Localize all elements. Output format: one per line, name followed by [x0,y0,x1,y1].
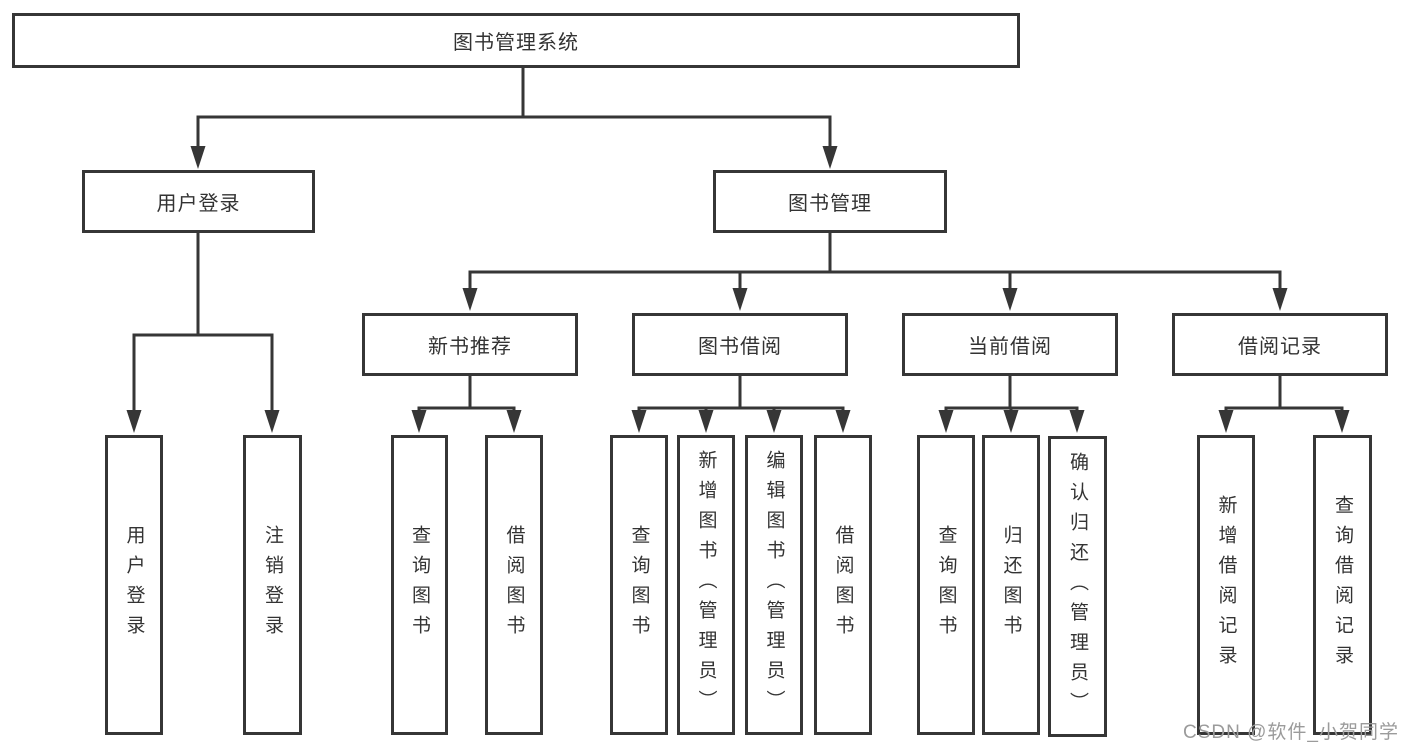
leaf-current-confirm-return-admin: 确认归还（管理员） [1048,436,1107,737]
leaf-logout: 注销登录 [243,435,302,735]
leaf-record-add-borrow-record: 新增借阅记录 [1197,435,1255,735]
leaf-borrow-edit-book-admin-label: 编辑图书（管理员） [763,450,785,720]
leaf-recommend-borrow-book: 借阅图书 [485,435,543,735]
leaf-current-query-book: 查询图书 [917,435,975,735]
leaf-record-query-borrow-record-label: 查询借阅记录 [1332,495,1353,675]
leaf-borrow-borrow-book: 借阅图书 [814,435,872,735]
node-book-management: 图书管理 [713,170,947,233]
node-current-borrow-label: 当前借阅 [968,336,1052,358]
node-user-login: 用户登录 [82,170,315,233]
leaf-user-login: 用户登录 [105,435,163,735]
node-root-label: 图书管理系统 [453,32,579,54]
leaf-record-add-borrow-record-label: 新增借阅记录 [1215,495,1237,675]
leaf-borrow-query-book: 查询图书 [610,435,668,735]
node-user-login-label: 用户登录 [156,193,241,215]
leaf-current-confirm-return-admin-label: 确认归还（管理员） [1067,451,1088,722]
csdn-watermark: CSDN @软件_小贺同学 [1183,722,1399,743]
leaf-user-login-label: 用户登录 [123,525,145,645]
leaf-borrow-add-book-admin: 新增图书（管理员） [677,435,735,735]
node-current-borrow: 当前借阅 [902,313,1118,376]
leaf-recommend-query-book: 查询图书 [391,435,448,735]
leaf-borrow-add-book-admin-label: 新增图书（管理员） [695,450,717,720]
node-new-book-recommend-label: 新书推荐 [428,336,512,358]
leaf-record-query-borrow-record: 查询借阅记录 [1313,435,1372,735]
node-book-borrow-label: 图书借阅 [698,336,782,358]
leaf-current-return-book-label: 归还图书 [1000,525,1022,645]
leaf-current-return-book: 归还图书 [982,435,1040,735]
node-book-borrow: 图书借阅 [632,313,848,376]
node-borrow-record-label: 借阅记录 [1238,336,1322,358]
leaf-recommend-borrow-book-label: 借阅图书 [503,525,525,645]
node-borrow-record: 借阅记录 [1172,313,1388,376]
node-book-management-label: 图书管理 [788,193,872,215]
leaf-current-query-book-label: 查询图书 [935,525,957,645]
leaf-borrow-borrow-book-label: 借阅图书 [832,525,854,645]
leaf-borrow-edit-book-admin: 编辑图书（管理员） [745,435,803,735]
leaf-logout-label: 注销登录 [262,525,283,645]
leaf-borrow-query-book-label: 查询图书 [628,525,650,645]
leaf-recommend-query-book-label: 查询图书 [409,525,430,645]
node-new-book-recommend: 新书推荐 [362,313,578,376]
node-root-library-system: 图书管理系统 [12,13,1020,68]
